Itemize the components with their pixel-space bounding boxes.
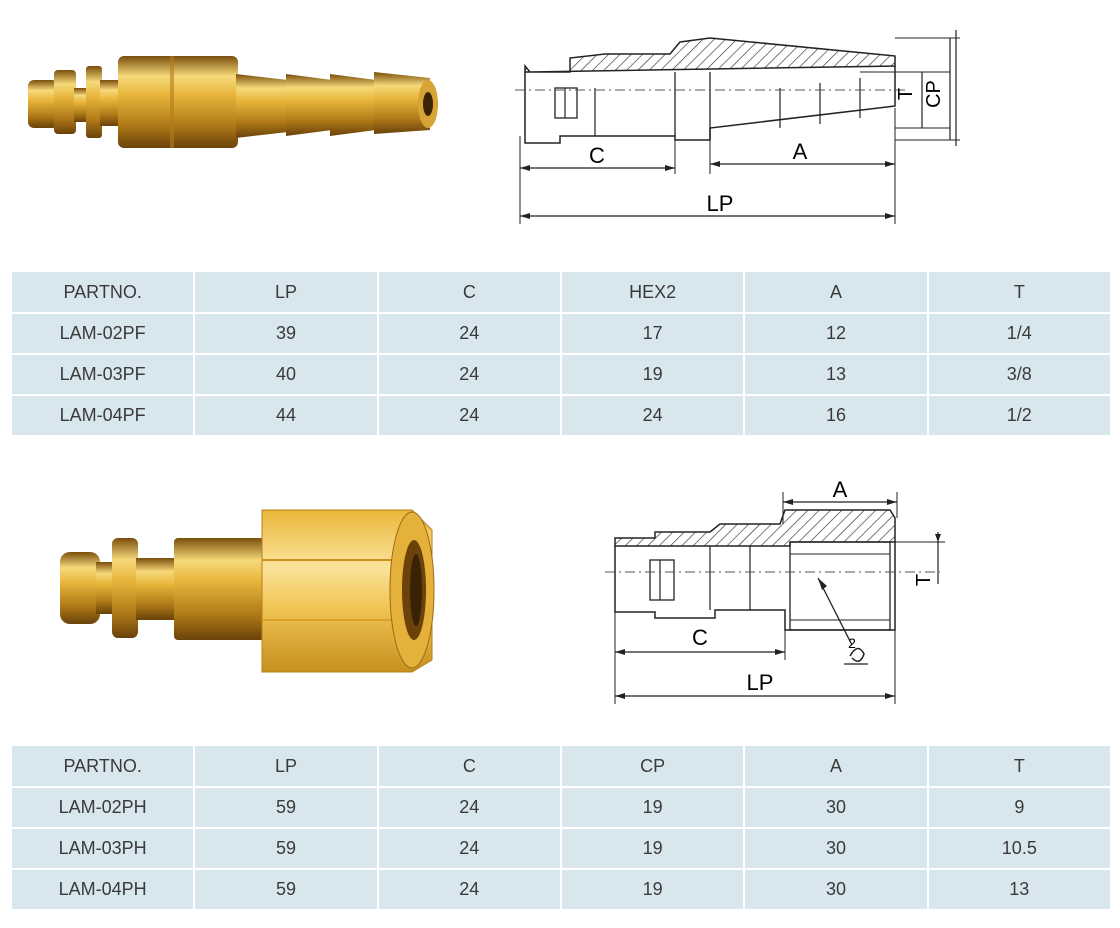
table-header-row: PARTNO. LP C HEX2 A T (12, 272, 1110, 312)
header-cell: PARTNO. (12, 746, 194, 786)
dim-label-t: T (913, 574, 935, 586)
table-cell: 19 (561, 355, 744, 394)
thread-note-label: 2 (848, 635, 856, 651)
table-cell: 13 (928, 870, 1110, 909)
table-cell: 40 (195, 355, 377, 394)
table-cell: 19 (561, 829, 744, 868)
table-cell: LAM-04PH (12, 870, 194, 909)
header-cell: C (378, 746, 560, 786)
table-cell: 24 (561, 396, 744, 435)
spec-table-ph: PARTNO. LP C CP A T LAM-02PH 59 24 19 30… (10, 744, 1112, 911)
table-header-row: PARTNO. LP C CP A T (12, 746, 1110, 786)
table-cell: 16 (745, 396, 927, 435)
dim-label-c: C (589, 143, 605, 168)
table-cell: 17 (561, 314, 744, 353)
table-row: LAM-03PF 40 24 19 13 3/8 (12, 355, 1110, 394)
header-cell: T (928, 272, 1110, 312)
female-thread-plug-photo (60, 509, 435, 673)
table-cell: 24 (378, 788, 560, 827)
table-cell: 19 (561, 788, 744, 827)
table-cell: 24 (378, 314, 560, 353)
dim-label-t: T (895, 88, 917, 100)
header-cell: PARTNO. (12, 272, 194, 312)
table-cell: 13 (745, 355, 927, 394)
table-cell: 59 (195, 788, 377, 827)
table-cell: LAM-02PH (12, 788, 194, 827)
table-row: LAM-04PF 44 24 24 16 1/2 (12, 396, 1110, 435)
table-cell: 24 (378, 870, 560, 909)
dim-label-a: A (833, 480, 848, 502)
table-cell: 24 (378, 355, 560, 394)
table-cell: 9 (928, 788, 1110, 827)
table-cell: LAM-04PF (12, 396, 194, 435)
header-cell: A (745, 746, 927, 786)
table-cell: 39 (195, 314, 377, 353)
table-cell: 30 (745, 788, 927, 827)
section-hose-barb-plug: T CP C A LP PARTNO. LP C HEX2 A T LAM-02… (0, 0, 1120, 440)
table-cell: 30 (745, 829, 927, 868)
dim-label-cp: CP (923, 80, 945, 108)
table-cell: 12 (745, 314, 927, 353)
header-cell: LP (195, 272, 377, 312)
dim-label-lp: LP (707, 191, 734, 216)
section-female-thread-plug: A T 2 C LP PARTNO. LP C CP A T (0, 470, 1120, 920)
table-cell: 1/2 (928, 396, 1110, 435)
table-row: LAM-04PH 59 24 19 30 13 (12, 870, 1110, 909)
table-cell: 44 (195, 396, 377, 435)
hose-barb-plug-drawing: T CP C A LP (515, 30, 960, 224)
table-cell: 19 (561, 870, 744, 909)
header-cell: C (378, 272, 560, 312)
table-cell: 24 (378, 829, 560, 868)
dim-label-lp: LP (747, 670, 774, 695)
dim-label-a: A (793, 139, 808, 164)
spec-table-pf: PARTNO. LP C HEX2 A T LAM-02PF 39 24 17 … (10, 270, 1112, 437)
table-row: LAM-02PF 39 24 17 12 1/4 (12, 314, 1110, 353)
female-thread-plug-drawing: A T 2 C LP (605, 480, 945, 704)
table-cell: 30 (745, 870, 927, 909)
header-cell: A (745, 272, 927, 312)
dim-label-c: C (692, 625, 708, 650)
table-cell: 1/4 (928, 314, 1110, 353)
table-cell: 59 (195, 829, 377, 868)
table-cell: 10.5 (928, 829, 1110, 868)
header-cell: CP (561, 746, 744, 786)
table-cell: 24 (378, 396, 560, 435)
table-cell: 3/8 (928, 355, 1110, 394)
table-cell: LAM-03PH (12, 829, 194, 868)
table-cell: LAM-02PF (12, 314, 194, 353)
table-row: LAM-03PH 59 24 19 30 10.5 (12, 829, 1110, 868)
header-cell: T (928, 746, 1110, 786)
table-cell: 59 (195, 870, 377, 909)
table-row: LAM-02PH 59 24 19 30 9 (12, 788, 1110, 827)
header-cell: LP (195, 746, 377, 786)
table-cell: LAM-03PF (12, 355, 194, 394)
hose-barb-plug-photo (28, 56, 438, 148)
header-cell: HEX2 (561, 272, 744, 312)
